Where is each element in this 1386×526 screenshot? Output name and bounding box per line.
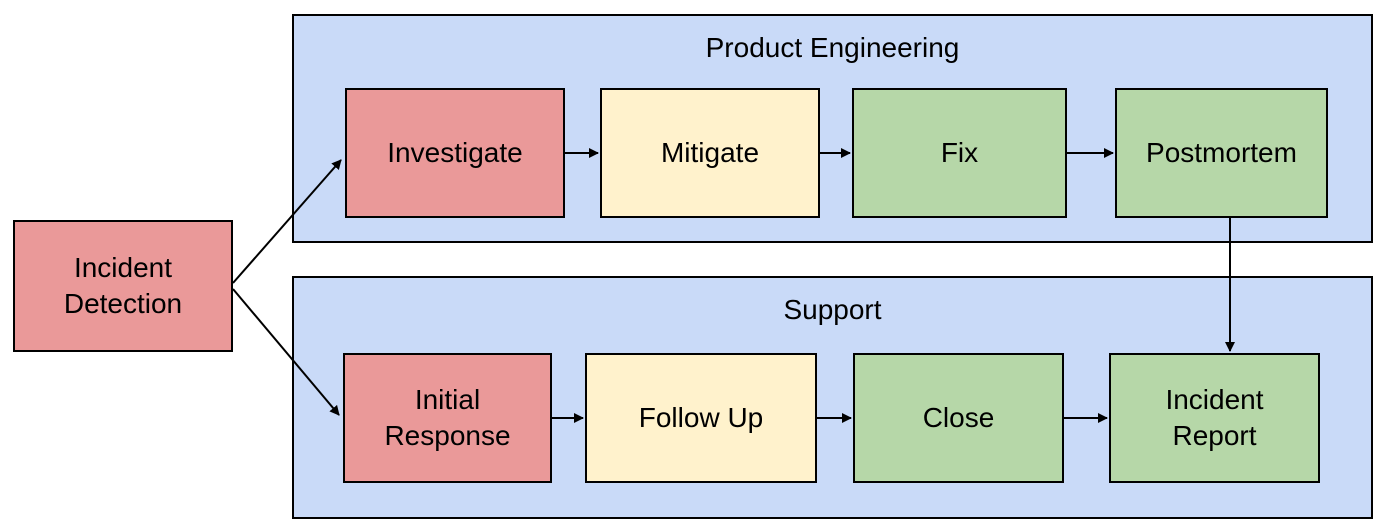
lane-title-product-engineering: Product Engineering [705, 32, 960, 63]
node-investigate-label: Investigate [387, 137, 523, 169]
node-incident-detection: Incident Detection [13, 220, 233, 352]
node-follow-up: Follow Up [585, 353, 817, 483]
node-incident-report-label: Incident Report [1165, 384, 1264, 451]
lane-title-support: Support [783, 294, 882, 325]
node-incident-detection-label: Incident Detection [63, 252, 183, 319]
node-mitigate-label: Mitigate [660, 137, 760, 169]
node-fix-label: Fix [940, 137, 979, 169]
node-fix: Fix [852, 88, 1067, 218]
node-postmortem-label: Postmortem [1146, 137, 1297, 169]
node-postmortem: Postmortem [1115, 88, 1328, 218]
node-mitigate: Mitigate [600, 88, 820, 218]
node-follow-up-label: Follow Up [638, 402, 764, 434]
node-initial-response-label: Initial Response [384, 384, 511, 451]
node-close-label: Close [922, 402, 995, 434]
node-investigate: Investigate [345, 88, 565, 218]
node-close: Close [853, 353, 1064, 483]
node-incident-report: Incident Report [1109, 353, 1320, 483]
node-initial-response: Initial Response [343, 353, 552, 483]
